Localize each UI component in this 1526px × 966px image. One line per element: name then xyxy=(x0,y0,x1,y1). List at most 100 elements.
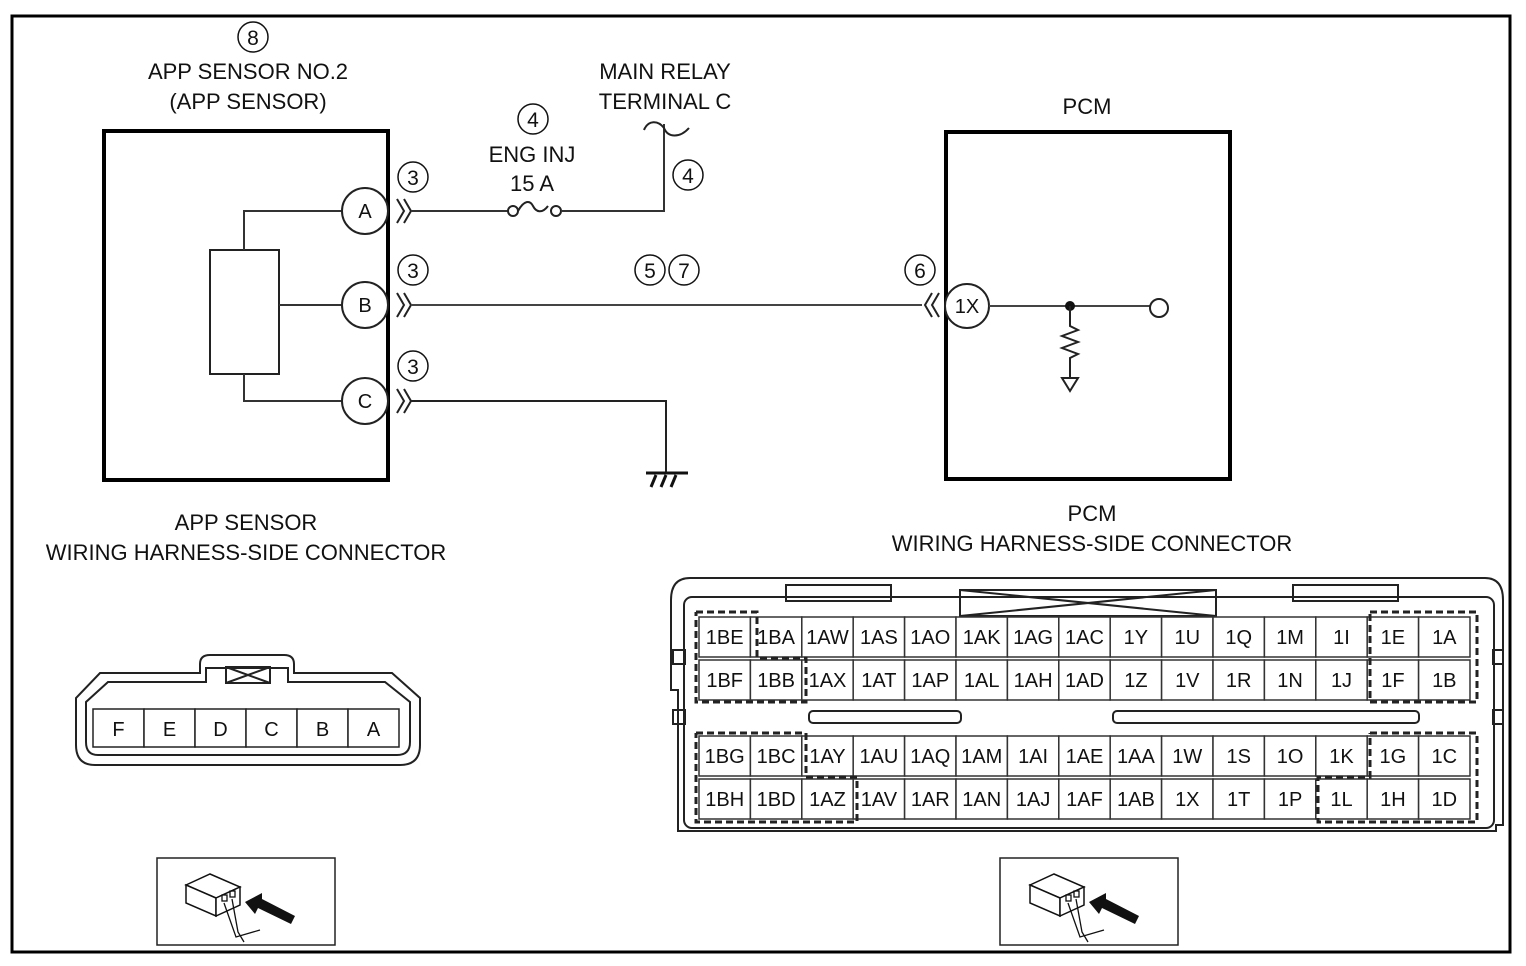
pcm-terminal: 1L xyxy=(1315,778,1368,820)
pcm-marker: 6 xyxy=(904,254,936,286)
pcm-terminal: 1B xyxy=(1417,659,1471,701)
svg-text:TERMINAL C: TERMINAL C xyxy=(599,89,732,114)
sensor-terminal-label: A xyxy=(367,719,381,741)
pcm-terminal: 1O xyxy=(1263,735,1317,777)
pcm-terminal-label: 1AQ xyxy=(910,746,950,768)
pcm-terminal: 1BB xyxy=(749,659,803,701)
connector-chevron-a-icon xyxy=(396,198,413,224)
pcm-terminal-label: 1AP xyxy=(911,670,949,692)
pcm-terminal: 1J xyxy=(1315,659,1368,701)
pcm-terminal-label: 1T xyxy=(1227,789,1250,811)
pcm-terminal-label: 1AY xyxy=(809,746,845,768)
sensor-terminal: F xyxy=(92,708,145,748)
svg-text:3: 3 xyxy=(407,356,419,379)
pcm-terminal-label: 1BD xyxy=(757,789,796,811)
step-marker-icon xyxy=(237,21,269,53)
sensor-terminal-label: D xyxy=(213,719,227,741)
connector-chevron-b-icon xyxy=(396,292,413,318)
sensor-terminal-label: F xyxy=(112,719,124,741)
marker-b: 3 xyxy=(397,254,429,286)
pcm-terminal-label: 1P xyxy=(1278,789,1302,811)
pcm-terminal: 1V xyxy=(1160,659,1214,701)
pcm-terminal: 1BA xyxy=(749,616,803,658)
svg-text:1X: 1X xyxy=(955,296,979,318)
pcm-terminal: 1BD xyxy=(749,778,803,820)
pcm-connector-caption-line1: PCM xyxy=(1068,501,1117,526)
pcm-terminal: 1K xyxy=(1315,735,1368,777)
pcm-terminal: 1BH xyxy=(698,778,752,820)
pcm-terminal: 1P xyxy=(1263,778,1317,820)
pcm-terminal-label: 1AM xyxy=(961,746,1002,768)
pcm-terminal-label: 1AJ xyxy=(1016,789,1050,811)
pcm-terminal-label: 1AC xyxy=(1065,627,1104,649)
pcm-terminal: 1F xyxy=(1366,659,1420,701)
pcm-terminal-label: 1AV xyxy=(861,789,898,811)
svg-text:C: C xyxy=(358,391,372,413)
pcm-terminal: 1AR xyxy=(903,778,957,820)
sensor-terminal-label: E xyxy=(163,719,176,741)
app-sensor-title-line2: (APP SENSOR) xyxy=(169,89,326,114)
pcm-terminal-label: 1AB xyxy=(1117,789,1155,811)
sensor-terminal-label: C xyxy=(264,719,278,741)
diagram-frame xyxy=(10,14,1512,954)
pcm-shield-outlines xyxy=(694,610,1479,824)
pcm-terminal-label: 1E xyxy=(1381,627,1405,649)
pcm-terminal-label: 1AA xyxy=(1117,746,1155,768)
app-sensor-title: 8 APP SENSOR NO.2 (APP SENSOR) xyxy=(148,21,348,114)
pcm-terminal: 1AI xyxy=(1006,735,1060,777)
pcm-terminal: 1AV xyxy=(852,778,906,820)
signal-ground-icon xyxy=(1060,377,1080,393)
pcm-terminal-label: 1J xyxy=(1331,670,1352,692)
pcm-terminal-label: 1AW xyxy=(806,627,849,649)
pcm-terminal: 1AJ xyxy=(1006,778,1060,820)
svg-text:B: B xyxy=(358,295,371,317)
pcm-terminal: 1I xyxy=(1315,616,1368,658)
pcm-terminal: 1A xyxy=(1417,616,1471,658)
sensor-connector-caption-line1: APP SENSOR xyxy=(175,510,318,535)
sensor-terminal-label: B xyxy=(316,719,329,741)
pcm-terminal-label: 1BA xyxy=(757,627,795,649)
svg-text:6: 6 xyxy=(914,260,926,283)
pcm-terminal-label: 1S xyxy=(1226,746,1250,768)
pcm-terminal-label: 1O xyxy=(1277,746,1304,768)
svg-text:MAIN RELAY: MAIN RELAY xyxy=(599,59,731,84)
pcm-terminal-label: 1BC xyxy=(757,746,796,768)
pcm-terminal-label: 1BE xyxy=(706,627,744,649)
marker-a: 3 xyxy=(397,161,429,193)
svg-text:4: 4 xyxy=(682,165,694,188)
pcm-terminal-label: 1A xyxy=(1432,627,1457,649)
pcm-terminal-label: 1AO xyxy=(910,627,950,649)
pcm-terminal: 1D xyxy=(1417,778,1471,820)
pcm-terminal-label: 1V xyxy=(1175,670,1200,692)
relay-terminal-icon xyxy=(643,121,690,137)
pcm-terminal: 1AO xyxy=(903,616,957,658)
svg-text:7: 7 xyxy=(678,260,690,283)
pulldown-resistor-icon xyxy=(1059,306,1081,378)
pcm-terminal-label: 1X xyxy=(1175,789,1199,811)
pcm-pin-1x: 1X xyxy=(944,283,990,329)
wire-sensor-a xyxy=(243,210,342,250)
sensor-terminal: A xyxy=(347,708,400,748)
pcm-terminal: 1AP xyxy=(903,659,957,701)
pcm-terminal-label: 1AZ xyxy=(809,789,846,811)
pcm-terminal: 1AQ xyxy=(903,735,957,777)
pcm-terminal: 1U xyxy=(1160,616,1214,658)
pcm-terminal: 1Z xyxy=(1109,659,1163,701)
pcm-terminal-label: 1BF xyxy=(706,670,743,692)
wire-relay xyxy=(561,124,665,212)
pcm-terminal: 1H xyxy=(1366,778,1420,820)
pcm-terminal: 1AX xyxy=(801,659,854,701)
sensor-pin-c: C xyxy=(341,377,389,425)
pcm-terminal: 1N xyxy=(1263,659,1317,701)
pcm-terminal: 1AE xyxy=(1058,735,1111,777)
sensor-terminal: C xyxy=(245,708,298,748)
sensor-pin-b: B xyxy=(341,281,389,329)
sensor-connector-face xyxy=(75,654,421,766)
pcm-terminal: 1AK xyxy=(955,616,1009,658)
pcm-terminal-label: 1BB xyxy=(757,670,795,692)
pcm-connector-chevron-icon xyxy=(923,292,940,318)
pcm-terminal: 1AY xyxy=(801,735,854,777)
sensor-terminal: E xyxy=(143,708,196,748)
wire-ground xyxy=(411,400,667,473)
